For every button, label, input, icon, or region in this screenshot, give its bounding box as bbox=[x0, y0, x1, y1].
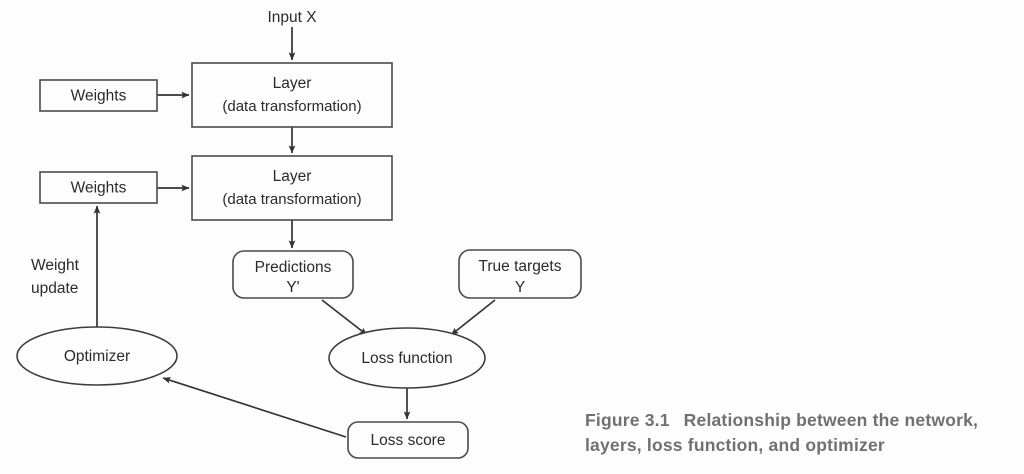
figure-caption-text: Relationship between the network, layers… bbox=[585, 410, 979, 456]
layer-1-subtitle: (data transformation) bbox=[222, 98, 361, 115]
edge-true-targets-to-loss-function bbox=[450, 299, 496, 336]
predictions-symbol: Y' bbox=[286, 279, 299, 296]
edge-predictions-to-loss-function bbox=[321, 299, 368, 336]
node-loss-score[interactable]: Loss score bbox=[347, 421, 469, 459]
figure-number: Figure 3.1 bbox=[585, 410, 670, 430]
edge-loss-score-to-optimizer bbox=[162, 377, 347, 438]
layer-2-box[interactable] bbox=[191, 155, 393, 221]
node-true-targets[interactable]: True targets Y bbox=[458, 249, 582, 299]
predictions-box[interactable] bbox=[232, 250, 354, 299]
weights-2-label: Weights bbox=[71, 180, 127, 197]
node-optimizer[interactable]: Optimizer bbox=[16, 326, 178, 386]
layer-2-title: Layer bbox=[273, 168, 312, 185]
layer-2-subtitle: (data transformation) bbox=[222, 191, 361, 208]
weights-2-box[interactable] bbox=[39, 171, 158, 204]
loss-score-box[interactable] bbox=[347, 421, 469, 459]
edge-layer bbox=[93, 27, 496, 438]
layer-1-box[interactable] bbox=[191, 62, 393, 128]
node-weights-1[interactable]: Weights bbox=[39, 79, 158, 112]
loss-function-label: Loss function bbox=[361, 350, 452, 367]
optimizer-label: Optimizer bbox=[64, 348, 130, 365]
node-predictions[interactable]: Predictions Y' bbox=[232, 250, 354, 299]
true-targets-title: True targets bbox=[479, 258, 562, 275]
node-weights-2[interactable]: Weights bbox=[39, 171, 158, 204]
weights-1-label: Weights bbox=[71, 88, 127, 105]
label-input-x: Input X bbox=[267, 9, 317, 26]
node-loss-function[interactable]: Loss function bbox=[328, 327, 486, 389]
node-layer-1[interactable]: Layer (data transformation) bbox=[191, 62, 393, 128]
optimizer-ellipse[interactable] bbox=[16, 326, 178, 386]
loss-function-ellipse[interactable] bbox=[328, 327, 486, 389]
label-weight-update: Weight update bbox=[31, 257, 80, 297]
loss-score-label: Loss score bbox=[371, 432, 446, 449]
weight-update-line-2: update bbox=[31, 280, 78, 297]
layer-1-title: Layer bbox=[273, 75, 312, 92]
weights-1-box[interactable] bbox=[39, 79, 158, 112]
node-layer-2[interactable]: Layer (data transformation) bbox=[191, 155, 393, 221]
predictions-title: Predictions bbox=[255, 259, 332, 276]
true-targets-box[interactable] bbox=[458, 249, 582, 299]
weight-update-line-1: Weight bbox=[31, 257, 80, 274]
true-targets-symbol: Y bbox=[515, 279, 525, 296]
